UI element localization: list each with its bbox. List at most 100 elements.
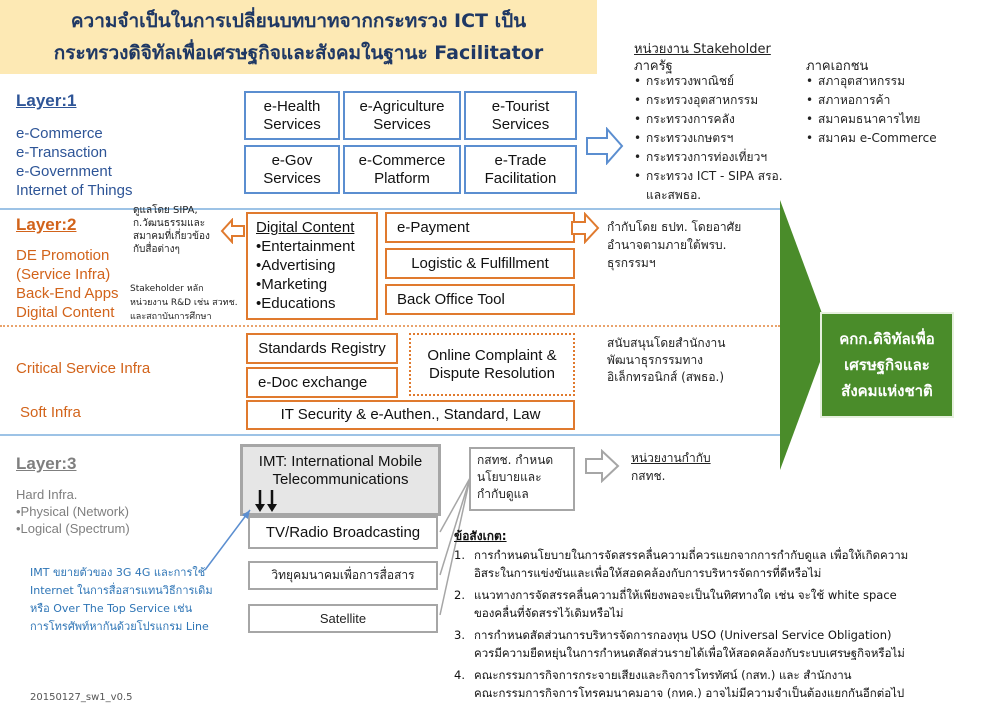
hard-infra: Hard Infra. •Physical (Network) •Logical… [16,486,130,537]
box-label: e-Payment [397,218,470,236]
tv-radio-box: TV/Radio Broadcasting [248,516,438,549]
e-payment-box: e-Payment [385,212,575,243]
down-arrows-icon [255,490,277,512]
box-label: วิทยุคมนาคมเพื่อการสื่อสาร [271,568,415,583]
note-line: กับสื่อต่างๆ [133,244,180,255]
arrow-right-icon [571,212,600,244]
e-tourist-box: e-Tourist Services [464,91,577,140]
version-label: 20150127_sw1_v0.5 [30,692,133,703]
note-line: สนับสนุนโดยสำนักงาน [607,336,726,350]
note-text: อิสระในการแข่งขันและเพื่อให้สอดคล้องกับก… [474,566,822,580]
layer1-item: Internet of Things [16,182,133,199]
digital-content-item: •Educations [256,295,336,312]
layer2-item: Digital Content [16,304,115,321]
hard-infra-line: •Physical (Network) [16,504,129,519]
box-label-line: Telecommunications [272,471,409,488]
box-label-line: IMT: International Mobile [258,453,423,470]
private-item: สภาหอการค้า [806,91,937,110]
note-text: ควรมีความยืดหยุ่นในการกำหนดสัดส่วนรายได้… [474,646,905,660]
gov-item: กระทรวงเกษตรฯ [634,129,783,148]
note-number: 2. [454,588,465,602]
arrow-left-icon [220,218,245,244]
digital-content-title: Digital Content [256,219,355,236]
note-item: 4. คณะกรรมการกิจการกระจายเสียงและกิจการโ… [454,666,984,702]
separator-layer1-2 [0,208,780,210]
layer2-items: DE Promotion (Service Infra) Back-End Ap… [16,246,119,322]
private-item: สมาคมธนาคารไทย [806,110,937,129]
gov-item: กระทรวงการท่องเที่ยวฯ [634,148,783,167]
note-line: ธุรกรรมฯ [607,256,656,270]
box-label: Satellite [319,610,367,626]
notes-heading: ข้อสังเกต: [454,529,507,543]
note-item: 3. การกำหนดสัดส่วนการบริหารจัดการกองทุน … [454,626,984,662]
green-box-line: คกก.ดิจิทัลเพื่อ [839,330,935,348]
notes-list: 1. การกำหนดนโยบายในการจัดสรรคลื่นความถี่… [454,546,984,702]
note-number: 4. [454,668,465,682]
hard-infra-line: •Logical (Spectrum) [16,521,130,536]
separator-layer2-critical [0,325,780,327]
note-line: พัฒนาธุรกรรมทาง [607,353,704,367]
box-label-line: กสทช. กำหนด [477,453,554,467]
layer1-item: e-Commerce [16,125,103,142]
gov-list: กระทรวงพาณิชย์ กระทรวงอุตสาหกรรม กระทรวง… [634,72,783,186]
box-label-line: นโยบายและ [477,470,542,484]
layer2-label: Layer:2 [16,215,77,234]
e-doc-box: e-Doc exchange [246,367,398,398]
regulator-heading: หน่วยงานกำกับ [631,451,711,465]
green-box-line: สังคมแห่งชาติ [841,382,933,400]
layer3-label: Layer:3 [16,454,77,473]
separator-layer2-3 [0,434,780,436]
note-line: ดูแลโดย SIPA, [133,205,198,216]
layer2-item: DE Promotion [16,247,110,264]
title-banner [0,0,597,74]
note-text: คณะกรรมการกิจการกระจายเสียงและกิจการโทรท… [474,668,852,682]
private-item: สมาคม e-Commerce [806,129,937,148]
e-health-box: e-Health Services [244,91,340,140]
gov-item: กระทรวงอุตสาหกรรม [634,91,783,110]
critical-right-note: สนับสนุนโดยสำนักงาน พัฒนาธุรกรรมทาง อิเล… [607,335,725,386]
green-box-line: เศรษฐกิจและ [844,356,930,374]
note-line: กำกับโดย ธปท. โดยอาศัย [607,220,742,234]
critical-label: Critical Service Infra [16,360,151,377]
standards-registry-box: Standards Registry [246,333,398,364]
note-line: หน่วยงาน R&D เช่น สวทช. [130,298,238,308]
note-line: หรือ Over The Top Service เช่น [30,602,193,615]
note-line: Internet ในการสื่อสารแทนวิธีการเดิม [30,584,213,597]
imt-note: IMT ขยายตัวของ 3G 4G และการใช้ Internet … [30,564,213,636]
gov-item: กระทรวงพาณิชย์ [634,72,783,91]
private-heading: ภาคเอกชน [806,59,869,74]
note-line: การโทรศัพท์หากันด้วยโปรแกรม Line [30,620,209,633]
box-label: e-Gov Services [263,151,321,187]
box-label-line: Dispute Resolution [429,364,555,382]
digital-content-item: •Entertainment [256,238,355,255]
private-item: สภาอุตสาหกรรม [806,72,937,91]
box-label: e-Agriculture Services [359,97,445,133]
private-list: สภาอุตสาหกรรม สภาหอการค้า สมาคมธนาคารไทย… [806,72,937,148]
e-gov-box: e-Gov Services [244,145,340,194]
logistic-box: Logistic & Fulfillment [385,248,575,279]
gov-item: กระทรวง ICT - SIPA สรอ. [634,167,783,186]
box-label: TV/Radio Broadcasting [265,523,421,541]
layer2-item: (Service Infra) [16,266,111,283]
box-label: Logistic & Fulfillment [411,254,549,272]
note-number: 3. [454,628,465,642]
gov-tail: และสพธอ. [646,188,702,202]
it-security-box: IT Security & e-Authen., Standard, Law [246,400,575,430]
box-label: Back Office Tool [397,290,505,308]
note-text: การกำหนดสัดส่วนการบริหารจัดการกองทุน USO… [474,628,892,642]
note-text: แนวทางการจัดสรรคลื่นความถี่ให้เพียงพอจะเ… [474,588,897,602]
digital-content-box: Digital Content •Entertainment •Advertis… [246,212,378,320]
box-label: e-Commerce Platform [358,151,446,187]
note-line: Stakeholder หลัก [130,284,204,294]
digital-content-item: •Marketing [256,276,328,293]
box-label-line: Online Complaint & [427,346,557,364]
note-line: และสถาบันการศึกษา [130,312,212,322]
note-text: คณะกรรมการกิจการโทรคมนาคมอาจ (กทค.) อาจไ… [474,686,905,700]
e-agriculture-box: e-Agriculture Services [343,91,461,140]
satellite-box: Satellite [248,604,438,633]
box-label: e-Health Services [263,97,321,133]
back-office-box: Back Office Tool [385,284,575,315]
layer1-items: e-Commerce e-Transaction e-Government In… [16,124,132,200]
note-item: 2. แนวทางการจัดสรรคลื่นความถี่ให้เพียงพอ… [454,586,984,622]
note-text: ของคลื่นที่จัดสรรไว้เดิมหรือไม่ [474,606,624,620]
